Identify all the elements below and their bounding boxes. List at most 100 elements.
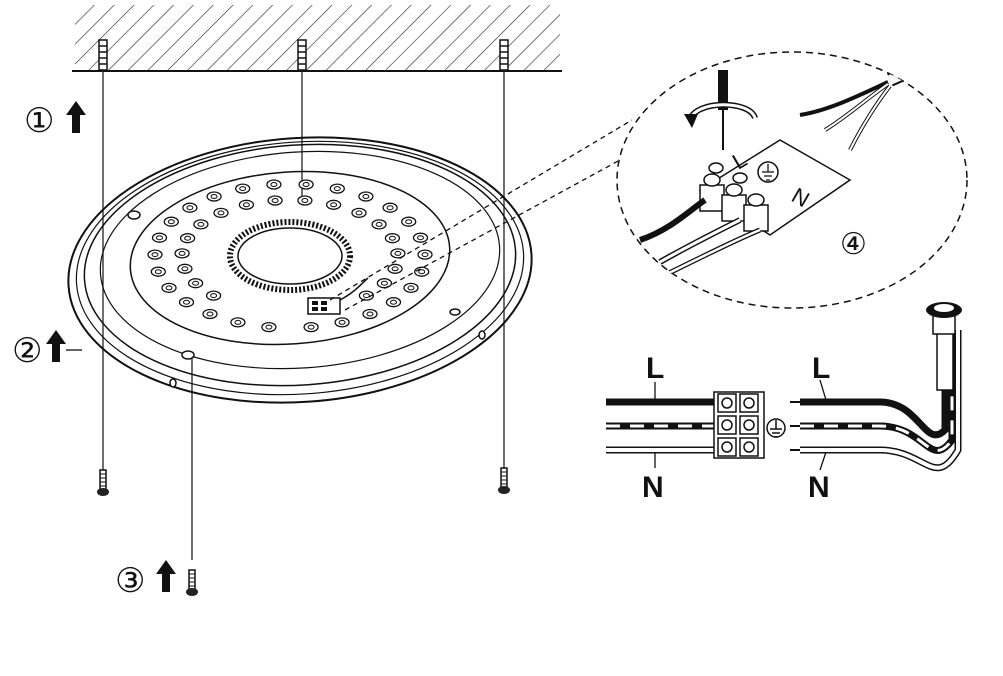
led-lens [421, 252, 429, 258]
led-lens [210, 194, 218, 199]
terminal-block [713, 391, 765, 459]
led-lens [183, 299, 190, 305]
led-icon [179, 233, 196, 244]
led-icon [230, 317, 246, 328]
led-icon [150, 266, 166, 277]
step-2-label: ② [12, 330, 82, 371]
up-arrow-icon [46, 330, 66, 362]
wiring-detail: L N L N [606, 302, 962, 504]
led-icon [376, 278, 393, 289]
screw-2 [498, 467, 510, 494]
led-lens [239, 186, 247, 192]
led-lens [178, 250, 186, 256]
led-lens [265, 324, 273, 330]
led-lens [302, 182, 310, 187]
led-array [147, 179, 433, 333]
led-icon [163, 216, 179, 227]
led-icon [174, 248, 190, 259]
guide-lines [102, 71, 505, 560]
led-icon [401, 216, 417, 227]
led-lens [386, 205, 394, 211]
led-icon [371, 219, 387, 230]
zoom-detail: L N [616, 51, 968, 309]
rotate-arrow-icon [684, 114, 698, 128]
led-lens [210, 293, 218, 299]
led-icon [151, 232, 168, 243]
led-icon [384, 233, 401, 244]
led-icon [325, 199, 342, 210]
right-live-label: L [812, 352, 830, 385]
led-icon [403, 282, 419, 294]
right-neutral-wire [800, 330, 960, 470]
led-icon [303, 321, 319, 333]
right-live-wire [800, 330, 949, 439]
led-lens [181, 266, 189, 272]
led-icon [351, 207, 367, 219]
left-live-label: L [646, 352, 664, 385]
led-lens [333, 186, 341, 192]
led-lens [362, 194, 370, 199]
led-icon [213, 207, 229, 219]
led-lens [330, 202, 338, 208]
led-lens [165, 285, 173, 291]
led-lens [394, 250, 402, 256]
led-lens [156, 235, 163, 241]
svg-text:②: ② [12, 331, 42, 371]
led-lens [154, 269, 162, 275]
svg-text:③: ③ [115, 561, 145, 601]
led-icon [266, 179, 282, 190]
up-arrow-icon [66, 101, 86, 133]
led-icon [412, 232, 429, 243]
led-lens [271, 198, 279, 203]
led-lens [338, 319, 346, 325]
led-icon [147, 249, 163, 260]
led-icon [261, 321, 277, 333]
left-neutral-label: N [642, 471, 664, 504]
led-lens [307, 324, 315, 330]
led-icon [235, 183, 251, 194]
up-arrow-icon [156, 560, 176, 592]
mounting-holes [127, 210, 486, 388]
led-icon [329, 183, 345, 194]
led-lens [242, 202, 250, 208]
screw-3 [186, 569, 198, 596]
led-lens [418, 269, 426, 275]
led-icon [297, 195, 313, 206]
led-lens [380, 280, 388, 286]
step-3-label: ③ [115, 560, 176, 601]
led-icon [362, 308, 378, 320]
led-lens [366, 311, 374, 317]
right-earth-wire [800, 330, 954, 452]
led-lens [391, 266, 399, 272]
lamp-base [67, 136, 533, 404]
led-lens [405, 219, 413, 225]
led-icon [161, 282, 177, 294]
right-neutral-label: N [808, 471, 830, 504]
led-lens [217, 210, 225, 216]
cable-sheath [936, 329, 954, 391]
led-lens [270, 182, 278, 187]
led-lens [151, 252, 159, 258]
led-lens [388, 235, 396, 241]
led-icon [267, 195, 283, 206]
led-lens [301, 198, 309, 203]
led-lens [192, 280, 200, 286]
led-lens [167, 219, 175, 225]
led-lens [390, 299, 397, 305]
led-lens [355, 210, 363, 216]
led-lens [375, 221, 383, 227]
svg-text:①: ① [24, 101, 54, 141]
earth-symbol-icon [766, 418, 786, 438]
led-icon [387, 263, 403, 274]
led-icon [414, 266, 430, 277]
led-icon [206, 191, 222, 202]
led-lens [197, 221, 205, 227]
screw-1 [97, 469, 109, 496]
led-lens [407, 285, 415, 291]
led-icon [205, 290, 222, 301]
led-icon [385, 297, 402, 308]
led-icon [202, 308, 218, 320]
led-icon [177, 263, 193, 274]
led-icon [238, 199, 255, 210]
